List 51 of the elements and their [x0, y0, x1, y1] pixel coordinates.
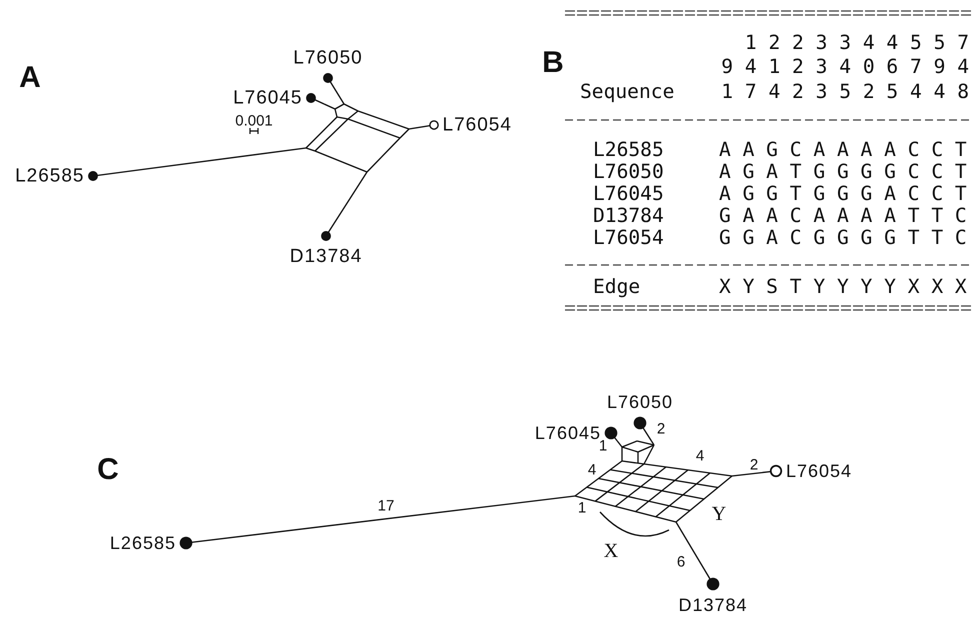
sequence-row: A G A T G G G G C C T [719, 162, 967, 182]
sequence-row: G G A C G G G G T T C [719, 228, 967, 248]
taxon-label: L76050 [293, 48, 363, 78]
branch-length-label: 4 [696, 448, 704, 464]
row-header: L76050 [593, 162, 664, 182]
sequence-row: A G G T G G G A C C T [719, 184, 967, 204]
row-header: D13784 [593, 206, 664, 226]
branch-line [634, 416, 652, 442]
row-header: L76054 [593, 228, 664, 248]
branch-length-label: 2 [750, 458, 758, 472]
branch-line [408, 120, 439, 130]
branch-length-label: 1 [598, 438, 608, 454]
row-header: Sequence [580, 82, 674, 102]
branch-length-label: 2 [656, 422, 666, 436]
taxon-label: D13784 [678, 584, 748, 614]
branch-length-label: 1 [578, 500, 586, 516]
column-number-row: 1 2 2 3 3 4 4 5 5 7 [744, 33, 969, 53]
branch-line [323, 73, 345, 104]
column-number-row: 9 4 1 2 3 4 0 6 7 9 4 [721, 57, 969, 77]
split-letter: X [604, 541, 618, 561]
row-header: L76045 [593, 184, 664, 204]
branch-length-label: 6 [676, 554, 686, 570]
taxon-label: D13784 [290, 236, 362, 266]
split-letter: Y [712, 504, 726, 524]
splits-network-drawing [306, 104, 409, 172]
sequence-row: A A G C A A A A C C T [719, 140, 967, 160]
panel-letter: C [97, 455, 119, 485]
scale-label: 0.001 [235, 114, 273, 128]
branch-line [604, 426, 618, 442]
branch-line [88, 147, 306, 181]
branch-line [321, 172, 368, 241]
taxon-label: L76054 [776, 462, 852, 480]
taxon-label: L76050 [606, 393, 674, 423]
taxon-label: L76045 [233, 88, 311, 108]
edge-row: X Y S T Y Y Y Y X X X [719, 277, 967, 297]
panel-letter: A [19, 63, 41, 93]
taxon-label: L26585 [110, 534, 186, 552]
branch-line [306, 93, 324, 105]
branch-line [732, 464, 782, 478]
branch-line [180, 495, 576, 550]
row-header: L26585 [593, 140, 664, 160]
branch-length-label: 17 [378, 498, 394, 514]
splits-network-drawing [575, 441, 732, 522]
taxon-label: L76054 [434, 116, 512, 134]
row-header: Edge [593, 277, 640, 297]
panel-letter: B [542, 48, 564, 78]
branch-length-label: 4 [588, 462, 596, 478]
branch-line [675, 522, 720, 590]
sequence-row: G A A C A A A A T T C [719, 206, 967, 226]
column-number-row: 1 7 4 2 3 5 2 5 4 4 8 [721, 82, 969, 102]
taxon-label: L26585 [15, 166, 93, 186]
